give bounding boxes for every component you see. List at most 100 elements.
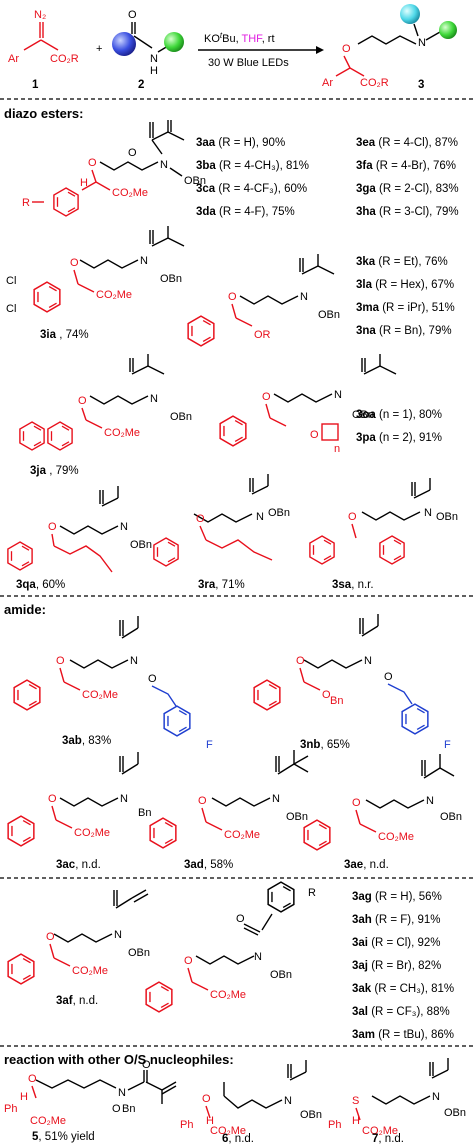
svg-text:CO₂Me: CO₂Me [362,1125,398,1137]
svg-text:H: H [20,1091,28,1103]
svg-text:O: O [56,655,65,667]
section-header-other: reaction with other O/S nucleophiles: [4,1052,234,1067]
list-3ag-3am: 3ag (R = H), 56% 3ah (R = F), 91% 3ai (R… [352,891,454,1041]
svg-text:OBn: OBn [300,1109,322,1121]
svg-text:F: F [444,739,451,751]
green-sphere-icon [164,32,184,52]
svg-text:N: N [300,291,308,303]
svg-text:CO₂Me: CO₂Me [378,831,414,843]
compound-label: 3ae, n.d. [344,859,389,871]
svg-text:O: O [262,391,271,403]
svg-text:N: N [256,511,264,523]
blue-sphere-icon [112,32,136,56]
svg-text:N: N [120,521,128,533]
compound-3ac: N Bn O CO₂Me 3ac, n.d. [7,752,151,871]
svg-text:Cl: Cl [6,275,16,287]
svg-text:O: O [88,157,97,169]
svg-text:O: O [296,655,305,667]
reagent2-label: 2 [138,79,144,91]
reaction-arrow: KOtBu, THF, rt 30 W Blue LEDs [198,31,324,69]
svg-text:CO₂Me: CO₂Me [74,827,110,839]
svg-text:CO₂Me: CO₂Me [82,689,118,701]
compound-3ab: N O F O CO₂Me 3ab, 83% [13,616,213,751]
svg-text:N: N [140,255,148,267]
reagent1-label: 1 [32,79,39,91]
svg-text:OBn: OBn [318,309,340,321]
svg-text:O: O [236,913,245,925]
svg-text:O: O [70,257,79,269]
svg-text:O: O [78,395,87,407]
compound-3sa: N OBn O 3sa, n.r. [309,478,458,591]
svg-text:O: O [348,511,357,523]
compound-6: N OBn O Ph H CO₂Me 6, n.d. [180,1060,322,1144]
svg-text:CO₂Me: CO₂Me [96,289,132,301]
svg-text:N: N [160,159,168,171]
svg-text:Ph: Ph [4,1103,17,1115]
compound-3af: N OBn O CO₂Me 3af, n.d. [7,889,150,1007]
compound-label: 3fa (R = 4-Br), 76% [356,160,456,172]
compound-label: 3la (R = Hex), 67% [356,279,454,291]
svg-text:O: O [198,795,207,807]
svg-text:N: N [284,1095,292,1107]
svg-text:O: O [228,291,237,303]
svg-text:OBn: OBn [270,969,292,981]
compound-label: 3ba (R = 4-CH₃), 81% [196,160,309,172]
svg-text:CO₂Me: CO₂Me [210,989,246,1001]
o-label: O [128,9,137,21]
list-3oa-3pa: 3oa (n = 1), 80% 3pa (n = 2), 91% [356,409,442,444]
compound-label: 3ia , 74% [40,329,89,341]
section-header-diazo: diazo esters: [4,106,83,121]
list-3ka-3na: 3ka (R = Et), 76% 3la (R = Hex), 67% 3ma… [356,256,455,337]
compound-3ja: N OBn O CO₂Me 3ja , 79% [19,354,192,477]
svg-text:O: O [202,1093,211,1105]
svg-text:O: O [48,521,57,533]
compound-label: 3ad, 58% [184,859,233,871]
svg-text:OBn: OBn [160,273,182,285]
svg-text:O: O [128,147,137,159]
h-label: H [150,65,158,77]
compound-7: N OBn S Ph H CO₂Me 7, n.d. [328,1058,466,1144]
svg-text:OBn: OBn [436,511,458,523]
list-3aa-3da: 3aa (R = H), 90% 3ba (R = 4-CH₃), 81% 3c… [196,137,309,218]
svg-text:O: O [196,513,205,525]
compound-label: 3aa (R = H), 90% [196,137,285,149]
svg-text:OBn: OBn [170,411,192,423]
compound-label: 3am (R = tBu), 86% [352,1029,454,1041]
n2-label: N₂ [34,9,46,21]
svg-text:N: N [272,793,280,805]
compound-label: 3ag (R = H), 56% [352,891,442,903]
compound-label: 3na (R = Bn), 79% [356,325,452,337]
compound-3ae: N OBn O CO₂Me 3ae, n.d. [303,754,462,871]
svg-text:N: N [364,655,372,667]
compound-label: 3ea (R = 4-Cl), 87% [356,137,458,149]
svg-text:CO₂Me: CO₂Me [112,187,148,199]
compound-3ag-series: R O N OBn O CO₂Me [145,881,316,1013]
list-3ea-3ha: 3ea (R = 4-Cl), 87% 3fa (R = 4-Br), 76% … [356,137,459,218]
compound-label: 3ah (R = F), 91% [352,914,441,926]
amide-reagent: O N H 2 [112,9,184,91]
svg-text:OBn: OBn [128,947,150,959]
svg-text:OBn: OBn [184,175,206,187]
o-label: O [342,43,351,55]
svg-text:OBn: OBn [444,1107,466,1119]
diazo-reagent: N₂ Ar CO₂R 1 [8,9,79,91]
compound-3ia: N OBn O CO₂Me Cl Cl 3ia , 74% [6,226,185,341]
svg-text:H: H [206,1115,214,1127]
svg-text:Cl: Cl [6,303,16,315]
ar-label: Ar [322,77,333,89]
compound-label: 3al (R = CF₃), 88% [352,1006,450,1018]
svg-text:O: O [184,955,193,967]
compound-3qa: N OBn O 3qa, 60% [7,486,152,591]
compound-label: 3ra, 71% [198,579,245,591]
svg-text:Bn: Bn [122,1103,135,1115]
svg-text:R: R [22,197,30,209]
svg-text:Ph: Ph [328,1119,341,1131]
svg-text:O: O [112,1103,121,1115]
svg-text:CO₂Me: CO₂Me [224,829,260,841]
compound-label: 3sa, n.r. [332,579,374,591]
svg-text:O: O [310,429,319,441]
compound-label: 3pa (n = 2), 91% [356,432,442,444]
compound-label: 3qa, 60% [16,579,65,591]
svg-text:N: N [120,793,128,805]
compound-3oa-series: N OBn O O n [219,354,397,455]
